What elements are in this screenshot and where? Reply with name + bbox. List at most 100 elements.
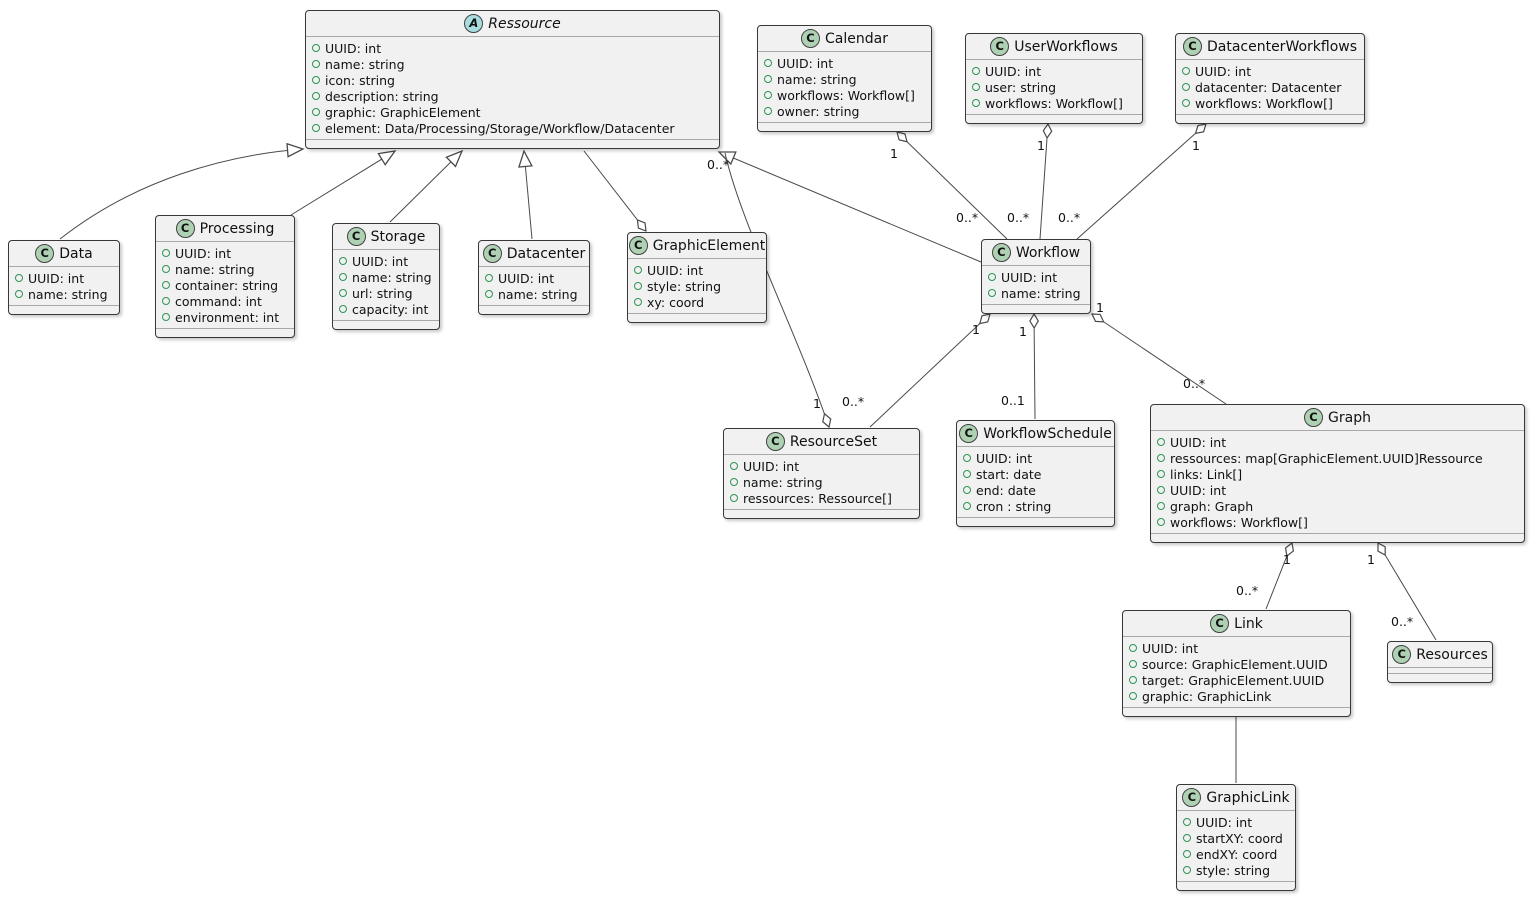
attribute-text: workflows: Workflow[] xyxy=(1170,514,1308,530)
field-icon xyxy=(988,273,996,281)
class-title: C Workflow xyxy=(982,240,1090,266)
attribute-text: start: date xyxy=(976,466,1042,482)
class-title: C Storage xyxy=(333,224,439,250)
attribute-text: ressources: Ressource[] xyxy=(743,490,892,506)
class-name: Datacenter xyxy=(506,245,586,262)
attribute-text: graphic: GraphicLink xyxy=(1142,688,1272,704)
methods-compartment xyxy=(306,140,719,148)
class-icon: C xyxy=(959,424,979,443)
attribute-row: name: string xyxy=(339,269,432,285)
attribute-text: target: GraphicElement.UUID xyxy=(1142,672,1325,688)
attribute-row: name: string xyxy=(764,71,923,87)
multiplicity-label: 1 xyxy=(1037,138,1045,153)
class-title: C GraphicLink xyxy=(1177,785,1295,811)
attribute-row: source: GraphicElement.UUID xyxy=(1129,656,1342,672)
attribute-row: UUID: int xyxy=(972,63,1134,79)
class-box-storage: C Storage UUID: int name: string url: st… xyxy=(332,223,440,330)
attribute-row: style: string xyxy=(1183,862,1287,878)
class-icon: C xyxy=(1392,645,1412,664)
class-title: C Link xyxy=(1123,611,1350,637)
field-icon xyxy=(162,265,170,273)
attribute-row: endXY: coord xyxy=(1183,846,1287,862)
methods-compartment xyxy=(1123,708,1350,716)
class-box-graphicelement: C GraphicElement UUID: int style: string… xyxy=(627,232,767,323)
attribute-text: environment: int xyxy=(175,309,280,325)
class-name: Graph xyxy=(1328,409,1371,426)
class-box-resourceset: C ResourceSet UUID: int name: string res… xyxy=(723,428,920,519)
field-icon xyxy=(1183,818,1191,826)
class-title: C ResourceSet xyxy=(724,429,919,455)
edge-resourceset-aggregates-ressource xyxy=(724,152,829,427)
attribute-row: description: string xyxy=(312,88,711,104)
attribute-row: UUID: int xyxy=(162,245,286,261)
abstract-class-icon: A xyxy=(464,14,484,33)
attribute-row: xy: coord xyxy=(634,294,758,310)
edge-workflow-aggregates-workflowschedule xyxy=(1034,314,1035,420)
field-icon xyxy=(15,290,23,298)
class-icon: C xyxy=(482,244,502,263)
attributes-compartment: UUID: int name: string url: string capac… xyxy=(333,250,439,321)
attribute-text: name: string xyxy=(777,71,857,87)
attribute-text: cron : string xyxy=(976,498,1052,514)
field-icon xyxy=(339,289,347,297)
multiplicity-label: 0..1 xyxy=(1001,393,1025,408)
class-icon: C xyxy=(1304,408,1324,427)
field-icon xyxy=(972,83,980,91)
class-icon: C xyxy=(35,244,55,263)
attribute-text: url: string xyxy=(352,285,413,301)
attribute-row: workflows: Workflow[] xyxy=(972,95,1134,111)
field-icon xyxy=(1183,866,1191,874)
attribute-row: UUID: int xyxy=(1183,814,1287,830)
attribute-row: UUID: int xyxy=(485,270,581,286)
attribute-text: UUID: int xyxy=(28,270,85,286)
class-name: Storage xyxy=(370,228,426,245)
multiplicity-label: 1 xyxy=(1096,300,1104,315)
attribute-row: url: string xyxy=(339,285,431,301)
class-icon: C xyxy=(990,37,1010,56)
class-box-graph: C Graph UUID: int ressources: map[Graphi… xyxy=(1150,404,1525,543)
class-name: Processing xyxy=(199,220,275,237)
class-icon: C xyxy=(1182,37,1202,56)
methods-compartment xyxy=(479,306,589,314)
field-icon xyxy=(312,76,320,84)
edge-datacenterworkflows-aggregates-workflow xyxy=(1076,124,1206,240)
multiplicity-label: 0..* xyxy=(842,394,865,409)
attribute-text: workflows: Workflow[] xyxy=(777,87,915,103)
class-title: C Datacenter xyxy=(479,241,589,267)
class-title: C Calendar xyxy=(758,26,931,52)
field-icon xyxy=(485,274,493,282)
multiplicity-label: 1 xyxy=(813,396,821,411)
class-box-resources: C Resources xyxy=(1387,641,1493,683)
class-icon: C xyxy=(991,243,1011,262)
field-icon xyxy=(730,462,738,470)
class-title: C Data xyxy=(9,241,119,267)
field-icon xyxy=(485,290,493,298)
class-title: C Processing xyxy=(156,216,294,242)
attributes-compartment: UUID: int name: string workflows: Workfl… xyxy=(758,52,931,123)
field-icon xyxy=(1157,486,1165,494)
attribute-text: name: string xyxy=(498,286,578,302)
class-title: C GraphicElement xyxy=(628,233,766,259)
attribute-text: workflows: Workflow[] xyxy=(1195,95,1333,111)
attributes-compartment xyxy=(1388,668,1492,674)
multiplicity-label: 1 xyxy=(1283,552,1291,567)
attribute-row: icon: string xyxy=(312,72,711,88)
field-icon xyxy=(312,92,320,100)
attribute-text: name: string xyxy=(28,286,108,302)
methods-compartment xyxy=(9,306,119,314)
class-name: UserWorkflows xyxy=(1014,38,1118,55)
attribute-row: environment: int xyxy=(162,309,286,325)
field-icon xyxy=(1129,644,1137,652)
edge-workflow-aggregates-resourceset xyxy=(869,314,990,428)
class-box-datacenter: C Datacenter UUID: int name: string xyxy=(478,240,590,315)
attribute-text: icon: string xyxy=(325,72,395,88)
class-box-link: C Link UUID: int source: GraphicElement.… xyxy=(1122,610,1351,717)
attribute-row: graphic: GraphicLink xyxy=(1129,688,1342,704)
attribute-row: name: string xyxy=(312,56,711,72)
multiplicity-label: 0..* xyxy=(1183,376,1206,391)
field-icon xyxy=(972,67,980,75)
attribute-row: cron : string xyxy=(963,498,1106,514)
class-box-processing: C Processing UUID: int name: string cont… xyxy=(155,215,295,338)
